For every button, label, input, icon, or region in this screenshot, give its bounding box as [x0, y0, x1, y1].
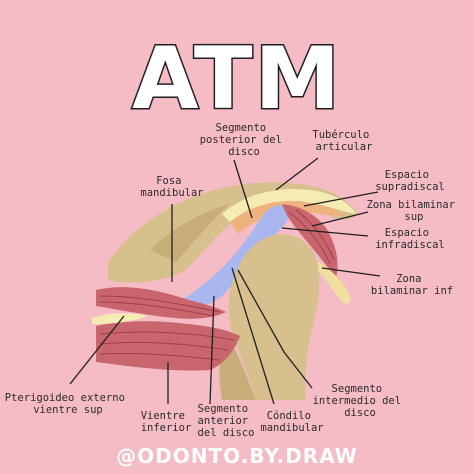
- page-title: ATM: [132, 29, 342, 129]
- mandibular-condyle: [228, 234, 320, 400]
- leader-lines: [69, 157, 381, 405]
- muscle-superior-belly: [96, 287, 226, 319]
- label-espacio-infradiscal: Espacio infradiscal: [375, 227, 445, 251]
- author-credit: @ODONTO.BY.DRAW: [116, 444, 358, 468]
- label-espacio-supradiscal: Espacio supradiscal: [375, 169, 445, 193]
- bilaminar-fiber-lines: [287, 209, 335, 265]
- label-fosa-mandibular: Fosa mandibular: [140, 175, 203, 199]
- bilaminar-zone-inferior: [318, 262, 351, 304]
- articular-disc: [172, 205, 294, 313]
- label-tuberculo-articular: Tubérculo articular: [312, 129, 375, 153]
- label-zona-bilaminar-sup: Zona bilaminar sup: [367, 199, 462, 223]
- label-vientre-inferior: Vientre inferior: [141, 410, 192, 434]
- label-pterigoideo-externo: Pterigoideo externo vientre sup: [5, 392, 131, 416]
- label-segmento-intermedio: Segmento intermedio del disco: [313, 383, 408, 419]
- bilaminar-zone-superior: [282, 204, 338, 278]
- label-segmento-anterior: Segmento anterior del disco: [198, 403, 255, 439]
- label-condilo-mandibular: Cóndilo mandibular: [260, 410, 323, 434]
- temporal-bone-shade: [150, 204, 230, 262]
- articular-cartilage-cream: [222, 188, 356, 222]
- anterior-cream-pad: [92, 313, 148, 324]
- label-zona-bilaminar-inf: Zona bilaminar inf: [371, 273, 453, 297]
- articular-cartilage-orange: [230, 200, 346, 234]
- muscle-fiber-lines: [99, 295, 235, 361]
- label-segmento-posterior: Segmento posterior del disco: [200, 122, 289, 158]
